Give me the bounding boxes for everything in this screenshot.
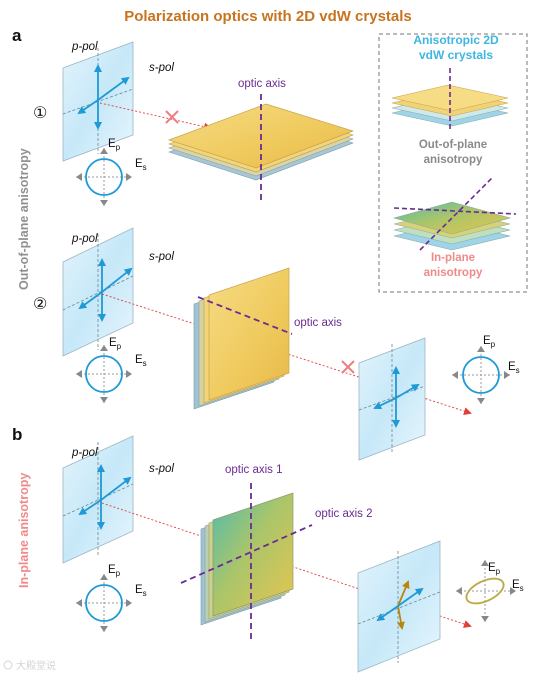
b-output-polarization-diagram	[456, 560, 516, 622]
row1-block-cross	[165, 110, 179, 124]
legend-ip-line1: In-plane	[431, 252, 475, 264]
row1-ep-label: Ep	[108, 138, 121, 152]
legend-title-line2: vdW crystals	[419, 48, 493, 62]
row2-crystal-stack	[193, 267, 293, 410]
legend-oop-line1: Out-of-plane	[419, 139, 487, 151]
b-optic-axis-2-label: optic axis 2	[315, 508, 373, 520]
b-polarization-diagram	[76, 574, 132, 632]
b-p-pol-label: p-pol	[71, 447, 98, 459]
watermark: 大殿堂说	[3, 659, 56, 672]
row2-s-pol-label: s-pol	[149, 251, 174, 263]
panel-label-b: b	[12, 425, 22, 444]
row1-polarizer	[62, 41, 134, 162]
row2-output-polarization-diagram	[452, 346, 510, 404]
panel-label-a: a	[12, 26, 22, 45]
b-es-label: Es	[135, 584, 147, 598]
side-label-out-of-plane: Out-of-plane anisotropy	[17, 148, 31, 290]
row2-s-arrow	[101, 267, 133, 293]
row1-s-arrow	[97, 76, 130, 101]
legend-title-line1: Anisotropic 2D	[413, 33, 499, 47]
row1-s-pol-label: s-pol	[149, 62, 174, 74]
b-optic-axis-1-label: optic axis 1	[225, 464, 283, 476]
row2-out-ep-label: Ep	[483, 335, 496, 349]
row1-beam	[99, 102, 212, 131]
b-s-pol-label: s-pol	[149, 463, 174, 475]
watermark-text: 大殿堂说	[16, 659, 56, 672]
legend-out-of-plane-stack	[391, 68, 509, 132]
row1-optic-axis-label: optic axis	[238, 78, 286, 90]
side-label-in-plane: In-plane anisotropy	[17, 473, 31, 588]
legend-ip-line2: anisotropy	[424, 267, 483, 279]
row2-marker: ②	[33, 296, 47, 313]
figure-title: Polarization optics with 2D vdW crystals	[124, 8, 412, 25]
row2-ep-label: Ep	[109, 337, 122, 351]
row1-marker: ①	[33, 105, 47, 122]
row2-out-es-label: Es	[508, 361, 520, 375]
row1-p-pol-label: p-pol	[71, 41, 98, 53]
b-out-ep-label: Ep	[488, 562, 501, 576]
b-output-plate	[357, 540, 441, 673]
row2-transmit-cross	[341, 360, 355, 374]
legend-in-plane-stack	[392, 177, 517, 251]
row2-polarizer	[62, 227, 134, 357]
row1-crystal-stack	[167, 94, 355, 203]
b-polarizer	[62, 435, 134, 564]
b-crystal-stack	[180, 483, 313, 641]
row2-output-plate	[358, 337, 426, 461]
b-beam	[101, 502, 472, 628]
row1-es-label: Es	[135, 158, 147, 172]
row1-polarization-diagram	[76, 148, 132, 206]
row2-optic-axis	[197, 296, 293, 335]
legend-box: Anisotropic 2D vdW crystals Out-of-plane…	[378, 33, 528, 293]
b-optic-axis-2	[180, 524, 313, 584]
b-ep-label: Ep	[108, 564, 121, 578]
row2-p-pol-label: p-pol	[71, 233, 98, 245]
legend-oop-line2: anisotropy	[424, 154, 483, 166]
row2-polarization-diagram	[76, 345, 132, 403]
row2-optic-axis-label: optic axis	[294, 317, 342, 329]
row2-es-label: Es	[135, 354, 147, 368]
b-out-es-label: Es	[512, 579, 524, 593]
b-s-arrow	[100, 476, 132, 501]
